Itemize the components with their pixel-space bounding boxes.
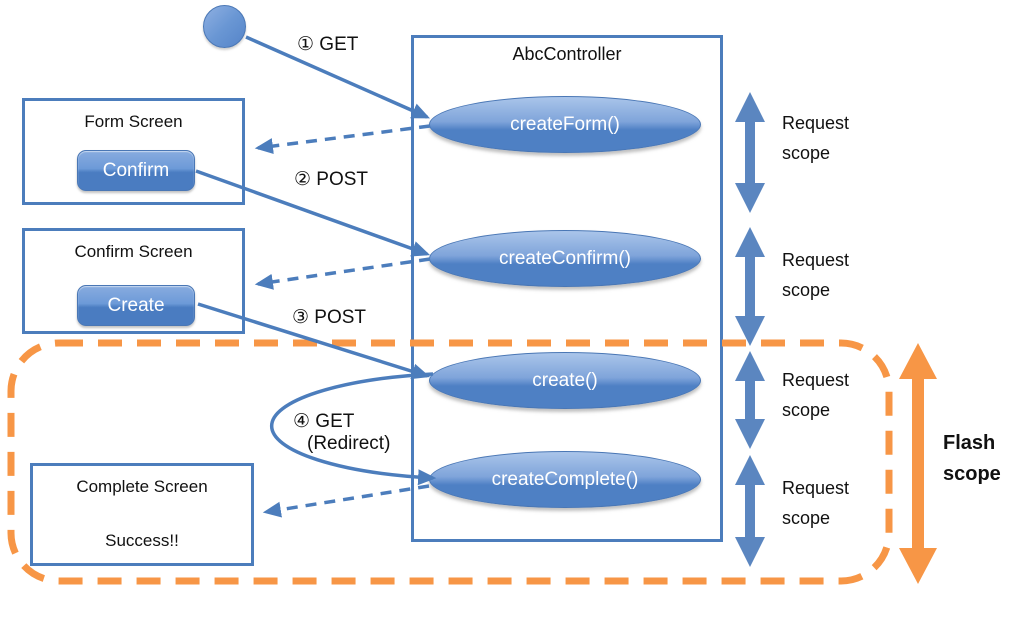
request-scope-arrow-2-icon <box>735 227 765 346</box>
success-message: Success!! <box>105 531 179 550</box>
confirm-screen-title: Confirm Screen <box>74 242 193 261</box>
flash-scope-arrow-icon <box>899 343 937 584</box>
form-screen-box: Form Screen Confirm <box>22 98 245 205</box>
dashed-arrow-render-confirm <box>254 257 431 290</box>
request-scope-label-4: Request scope <box>782 478 850 528</box>
flow-label-get-4: ④ GET (Redirect) <box>293 410 390 455</box>
dashed-arrow-render-form <box>254 124 431 155</box>
request-scope-arrow-4-icon <box>735 455 765 567</box>
form-screen-title: Form Screen <box>84 112 183 131</box>
flow-label-get-4-line1: ④ GET <box>293 411 355 432</box>
method-create-ellipse: create() <box>429 352 701 409</box>
complete-screen-box: Complete Screen Success!! <box>30 463 254 566</box>
create-button: Create <box>77 285 195 326</box>
dashed-arrow-render-complete <box>262 484 430 518</box>
method-createform-ellipse: createForm() <box>429 96 701 153</box>
controller-title: AbcController <box>512 44 622 64</box>
request-scope-label-1: Request scope <box>782 113 850 163</box>
complete-screen-title: Complete Screen <box>76 477 208 496</box>
request-scope-label-3: Request scope <box>782 370 850 420</box>
flow-label-get-4-line2: (Redirect) <box>307 433 391 454</box>
confirm-screen-box: Confirm Screen Create <box>22 228 245 334</box>
actor-start-circle-icon <box>203 5 246 48</box>
flow-label-post-3: ③ POST <box>292 307 367 328</box>
flash-scope-label: Flash scope <box>943 432 1001 485</box>
confirm-button: Confirm <box>77 150 195 191</box>
method-createcomplete-ellipse: createComplete() <box>429 451 701 508</box>
request-scope-arrow-3-icon <box>735 351 765 449</box>
flow-label-get-1: ① GET <box>297 34 359 55</box>
request-scope-arrow-1-icon <box>735 92 765 213</box>
request-scope-label-2: Request scope <box>782 250 850 300</box>
flow-label-post-2: ② POST <box>294 169 369 190</box>
method-createconfirm-ellipse: createConfirm() <box>429 230 701 287</box>
